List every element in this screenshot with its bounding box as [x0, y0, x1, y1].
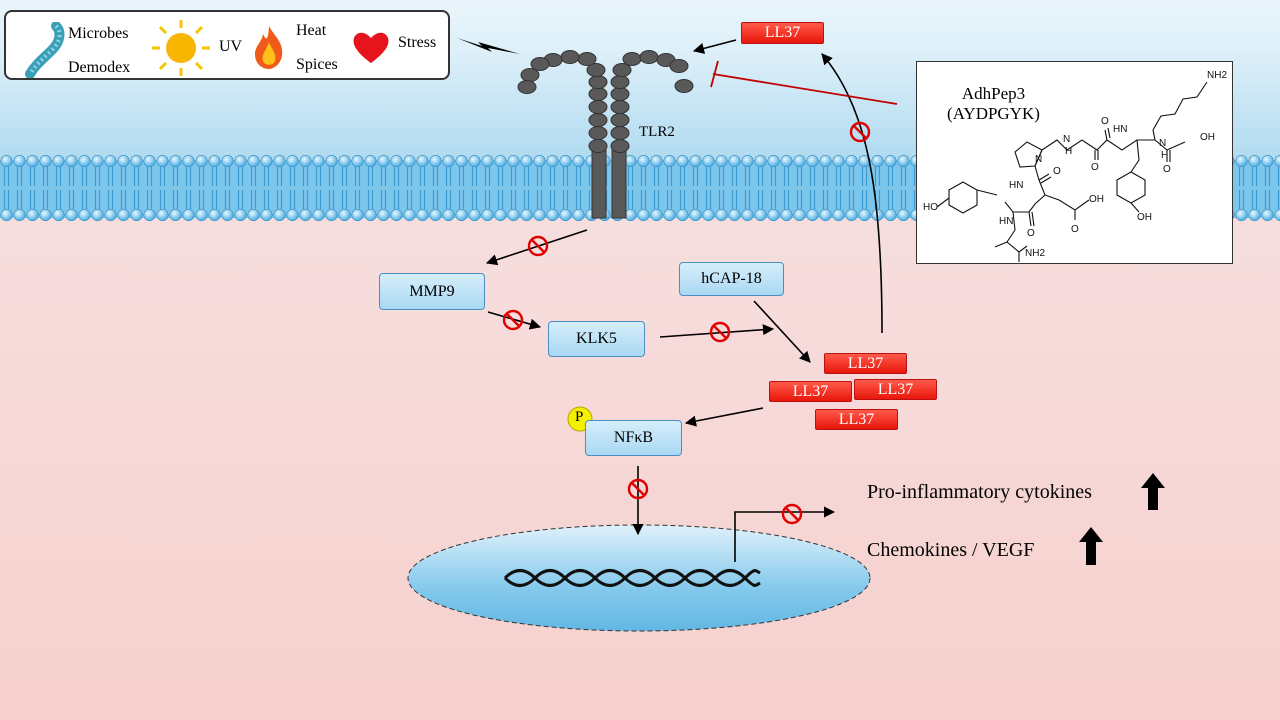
demodex-label: Demodex	[68, 59, 131, 76]
atom-ho-ring: HO	[923, 202, 938, 213]
nfkb-node: NFκB	[585, 420, 682, 456]
atom-nh2-bottom: NH2	[1025, 248, 1045, 259]
ll37-cluster-3: LL37	[854, 379, 937, 400]
phospho-label: P	[575, 409, 584, 425]
atom-n-gly: N	[1063, 134, 1070, 145]
lightning-icon	[457, 38, 520, 54]
arrow-klk5-to-ll37	[659, 324, 775, 338]
atom-n-lys: N	[1159, 138, 1166, 149]
microbe-icon	[25, 22, 65, 78]
block-icon	[502, 309, 524, 331]
block-signs	[502, 121, 871, 525]
arrow-ll37-release	[821, 53, 883, 334]
cytokines-label: Pro-inflammatory cytokines	[867, 481, 1092, 503]
block-icon	[627, 478, 649, 500]
stress-label: Stress	[398, 34, 437, 51]
atom-n-pro: N	[1035, 154, 1042, 165]
up-arrow-icon	[1079, 527, 1103, 565]
heart-icon	[353, 32, 389, 63]
atom-h-gly: H	[1065, 146, 1072, 157]
stimuli-box: Microbes Demodex UV Heat Spices Stress	[4, 10, 450, 80]
atom-oh-tyr: OH	[1137, 212, 1152, 223]
atom-hn-ala: HN	[999, 216, 1013, 227]
hcap18-node: hCAP-18	[679, 262, 784, 296]
klk5-node: KLK5	[548, 321, 645, 357]
up-arrows	[1079, 473, 1165, 565]
block-icon	[781, 503, 803, 525]
microbes-label: Microbes	[68, 25, 129, 42]
uv-label: UV	[219, 38, 243, 55]
mmp9-node: MMP9	[379, 273, 485, 310]
tlr2-receptor	[517, 50, 694, 219]
pathway-arrows	[485, 39, 883, 562]
atom-o-3: O	[1091, 162, 1099, 173]
ll37-cluster-2: LL37	[769, 381, 852, 402]
spices-label: Spices	[296, 56, 338, 73]
atom-hn-asp: HN	[1009, 180, 1023, 191]
block-icon	[527, 235, 549, 257]
atom-o-asp: O	[1071, 224, 1079, 235]
dna-helix	[503, 569, 761, 587]
atom-h-lys: H	[1161, 150, 1168, 161]
peptide-name-line2: (AYDPGYK)	[947, 104, 1040, 123]
nucleus	[407, 524, 871, 632]
ll37-extracellular: LL37	[741, 22, 824, 44]
atom-oh-asp: OH	[1089, 194, 1104, 205]
atom-nh2-top: NH2	[1207, 70, 1227, 81]
atom-o-pro: O	[1053, 166, 1061, 177]
block-icon	[849, 121, 871, 143]
arrow-ll37-to-tlr2	[692, 39, 737, 54]
arrow-hcap18-to-ll37	[753, 300, 811, 363]
atom-o-1: O	[1163, 164, 1171, 175]
inhibition-bar	[710, 60, 898, 105]
peptide-structure: NH2 OH O N H HN O O N H N O OH HN OH O O…	[923, 70, 1227, 262]
up-arrow-icon	[1141, 473, 1165, 510]
atom-hn-tyr: HN	[1113, 124, 1127, 135]
block-icon	[709, 321, 731, 343]
heat-label: Heat	[296, 22, 327, 39]
arrow-ll37-to-nfkb	[684, 407, 764, 427]
fire-icon	[255, 26, 283, 69]
chemokines-label: Chemokines / VEGF	[867, 539, 1035, 561]
ll37-cluster-1: LL37	[824, 353, 907, 374]
ll37-cluster-4: LL37	[815, 409, 898, 430]
atom-cooh-oh: OH	[1200, 132, 1215, 143]
peptide-structure-box: AdhPep3 (AYDPGYK)	[916, 61, 1233, 264]
peptide-name-line1: AdhPep3	[961, 84, 1026, 103]
sun-icon	[152, 20, 210, 76]
tlr2-label: TLR2	[639, 124, 675, 140]
peptide-name: AdhPep3 (AYDPGYK)	[931, 84, 1056, 124]
atom-o-ala: O	[1027, 228, 1035, 239]
atom-o-2: O	[1101, 116, 1109, 127]
